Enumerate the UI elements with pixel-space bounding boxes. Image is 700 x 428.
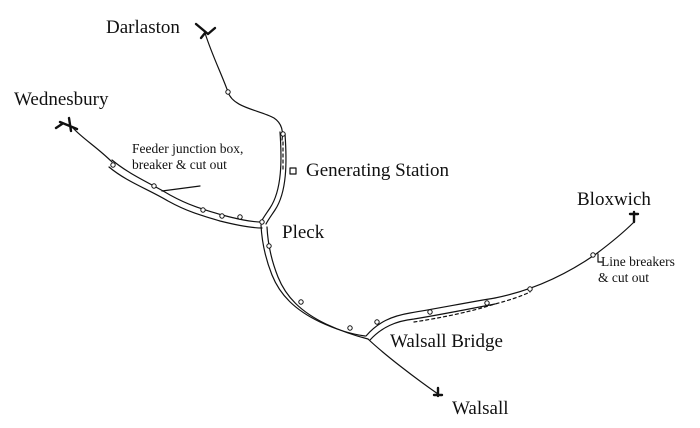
generating-station-icon (289, 167, 297, 175)
marker (280, 131, 286, 137)
bridge-bloxwich-line-a (365, 297, 496, 337)
darlaston-pleck-line-a (260, 131, 282, 223)
marker (298, 299, 304, 305)
line-breakers-bracket (597, 253, 603, 263)
label-wednesbury: Wednesbury (14, 89, 109, 110)
darlaston-route (204, 32, 284, 141)
marker (259, 219, 265, 225)
marker (374, 319, 380, 325)
label-pleck: Pleck (282, 222, 325, 243)
label-bloxwich: Bloxwich (577, 189, 651, 210)
feeder-note-line2: breaker & cut out (132, 156, 227, 172)
feeder-note: Feeder junction box, breaker & cut out (132, 141, 243, 172)
marker (200, 207, 206, 213)
line-breakers-note-line1: Line breakers (601, 254, 675, 269)
label-walsall-bridge: Walsall Bridge (390, 331, 503, 352)
line-breakers-note: Line breakers & cut out (598, 254, 675, 285)
feeder-note-line1: Feeder junction box, (132, 141, 244, 156)
label-walsall: Walsall (452, 398, 509, 419)
marker (225, 89, 231, 95)
pleck-walsall-bridge-line-b (266, 226, 369, 340)
feeder-leader-line (161, 185, 201, 192)
marker (110, 162, 116, 168)
darlaston-terminus-icon (194, 22, 217, 40)
wednesbury-pleck-line-a (111, 159, 263, 223)
label-generating-station: Generating Station (306, 160, 449, 181)
marker (427, 309, 433, 315)
marker (151, 183, 157, 189)
marker (237, 214, 243, 220)
bloxwich-terminus-icon (628, 210, 640, 224)
label-darlaston: Darlaston (106, 17, 180, 38)
wednesbury-terminus-icon (54, 116, 79, 133)
line-breakers-note-line2: & cut out (598, 269, 649, 285)
walsall-terminus-icon (432, 386, 444, 398)
marker (527, 286, 533, 292)
marker-group (110, 89, 596, 331)
walsall-route (367, 338, 439, 395)
marker (266, 243, 272, 249)
darlaston-pleck-line-b (265, 133, 287, 225)
marker (347, 325, 353, 331)
wednesbury-route (72, 127, 113, 163)
marker (219, 213, 225, 219)
marker (590, 252, 596, 258)
marker (484, 300, 490, 306)
wednesbury-pleck-line-b (108, 166, 263, 229)
line-breakers-dashed (413, 291, 531, 323)
bridge-bloxwich-line-b (369, 303, 496, 341)
